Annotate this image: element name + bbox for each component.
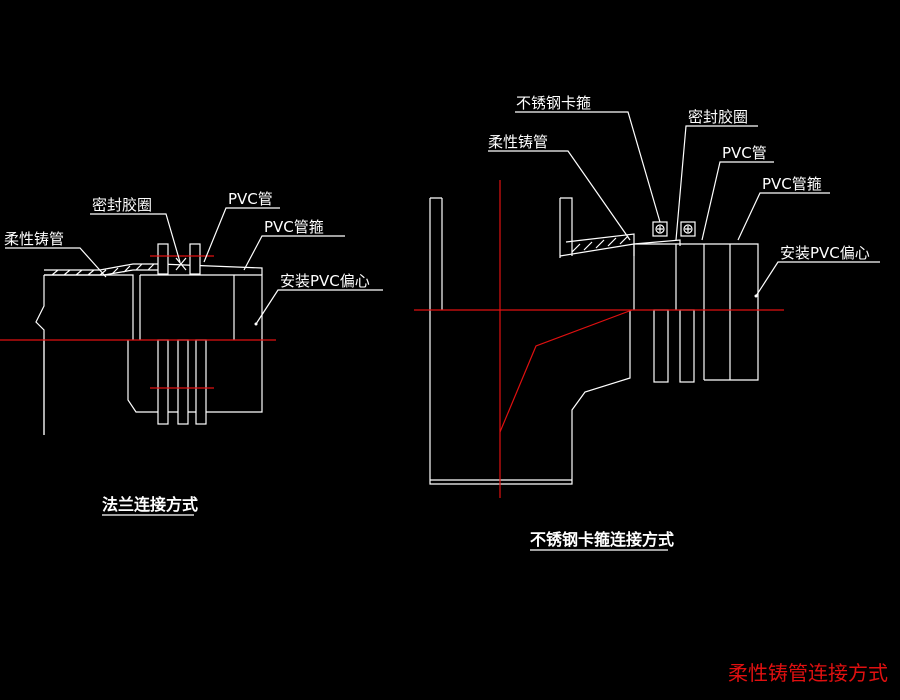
label-seal-ring: 密封胶圈 <box>92 196 152 214</box>
label-pvc-pipe-right: PVC管 <box>722 144 767 162</box>
label-install-eccentric-right: 安装PVC偏心 <box>780 244 870 262</box>
tee-fitting-outline <box>429 197 635 485</box>
leader-dot-right <box>754 294 758 298</box>
flange-mid-bottom <box>177 339 189 425</box>
pvc-pipe-right <box>633 243 759 381</box>
sheet-title: 柔性铸管连接方式 <box>728 661 888 685</box>
clamp-band-right <box>679 309 695 383</box>
clamp-band-left <box>653 309 669 383</box>
caption-flange-connection: 法兰连接方式 <box>102 495 198 514</box>
leader-install-eccentric-right <box>755 261 880 297</box>
label-pvc-collar-right: PVC管箍 <box>762 175 822 193</box>
label-ductile-pipe-right: 柔性铸管 <box>488 133 548 151</box>
clamp-bolt-right <box>680 221 696 237</box>
pipe-wall-hatch <box>44 263 263 276</box>
flange-left-bottom <box>157 339 169 425</box>
leader-seal-ring <box>90 213 181 263</box>
flange-left-top <box>157 243 169 275</box>
leader-pvc-collar <box>243 235 345 271</box>
label-install-eccentric: 安装PVC偏心 <box>280 272 370 290</box>
leader-pvc-collar-right <box>737 192 830 241</box>
label-pvc-collar: PVC管箍 <box>264 218 324 236</box>
pvc-pipe-body <box>139 274 263 340</box>
flange-connection-diagram: 柔性铸管 密封胶圈 PVC管 PVC管箍 安装PVC偏心 法兰连接方式 <box>0 190 383 516</box>
leader-ductile-pipe <box>5 247 107 278</box>
leader-seal-ring-right <box>675 125 758 241</box>
leader-ductile-pipe-right <box>488 150 631 241</box>
ductile-pipe-lower-body <box>43 340 263 435</box>
seal-ring-cross <box>175 257 187 271</box>
leader-pvc-pipe <box>203 207 280 263</box>
branch-centerline <box>499 309 633 433</box>
caption-clamp-connection: 不锈钢卡箍连接方式 <box>530 530 674 549</box>
label-ductile-pipe: 柔性铸管 <box>4 230 64 248</box>
leader-pvc-pipe-right <box>701 161 774 241</box>
clamp-connection-diagram: 不锈钢卡箍 柔性铸管 密封胶圈 PVC管 PVC管箍 安装PVC偏心 不锈钢卡箍… <box>414 94 880 551</box>
leader-stainless-clamp <box>515 111 661 223</box>
label-pvc-pipe: PVC管 <box>228 190 273 208</box>
label-seal-ring-right: 密封胶圈 <box>688 108 748 126</box>
clamp-bolt-left <box>652 221 668 237</box>
ductile-pipe-outline <box>35 274 134 435</box>
leader-dot <box>254 322 258 326</box>
flange-right-top <box>189 243 201 275</box>
tee-wall-hatch <box>559 235 681 257</box>
leader-install-eccentric <box>255 289 383 325</box>
label-stainless-clamp: 不锈钢卡箍 <box>516 94 591 112</box>
flange-right-bottom <box>195 339 207 425</box>
